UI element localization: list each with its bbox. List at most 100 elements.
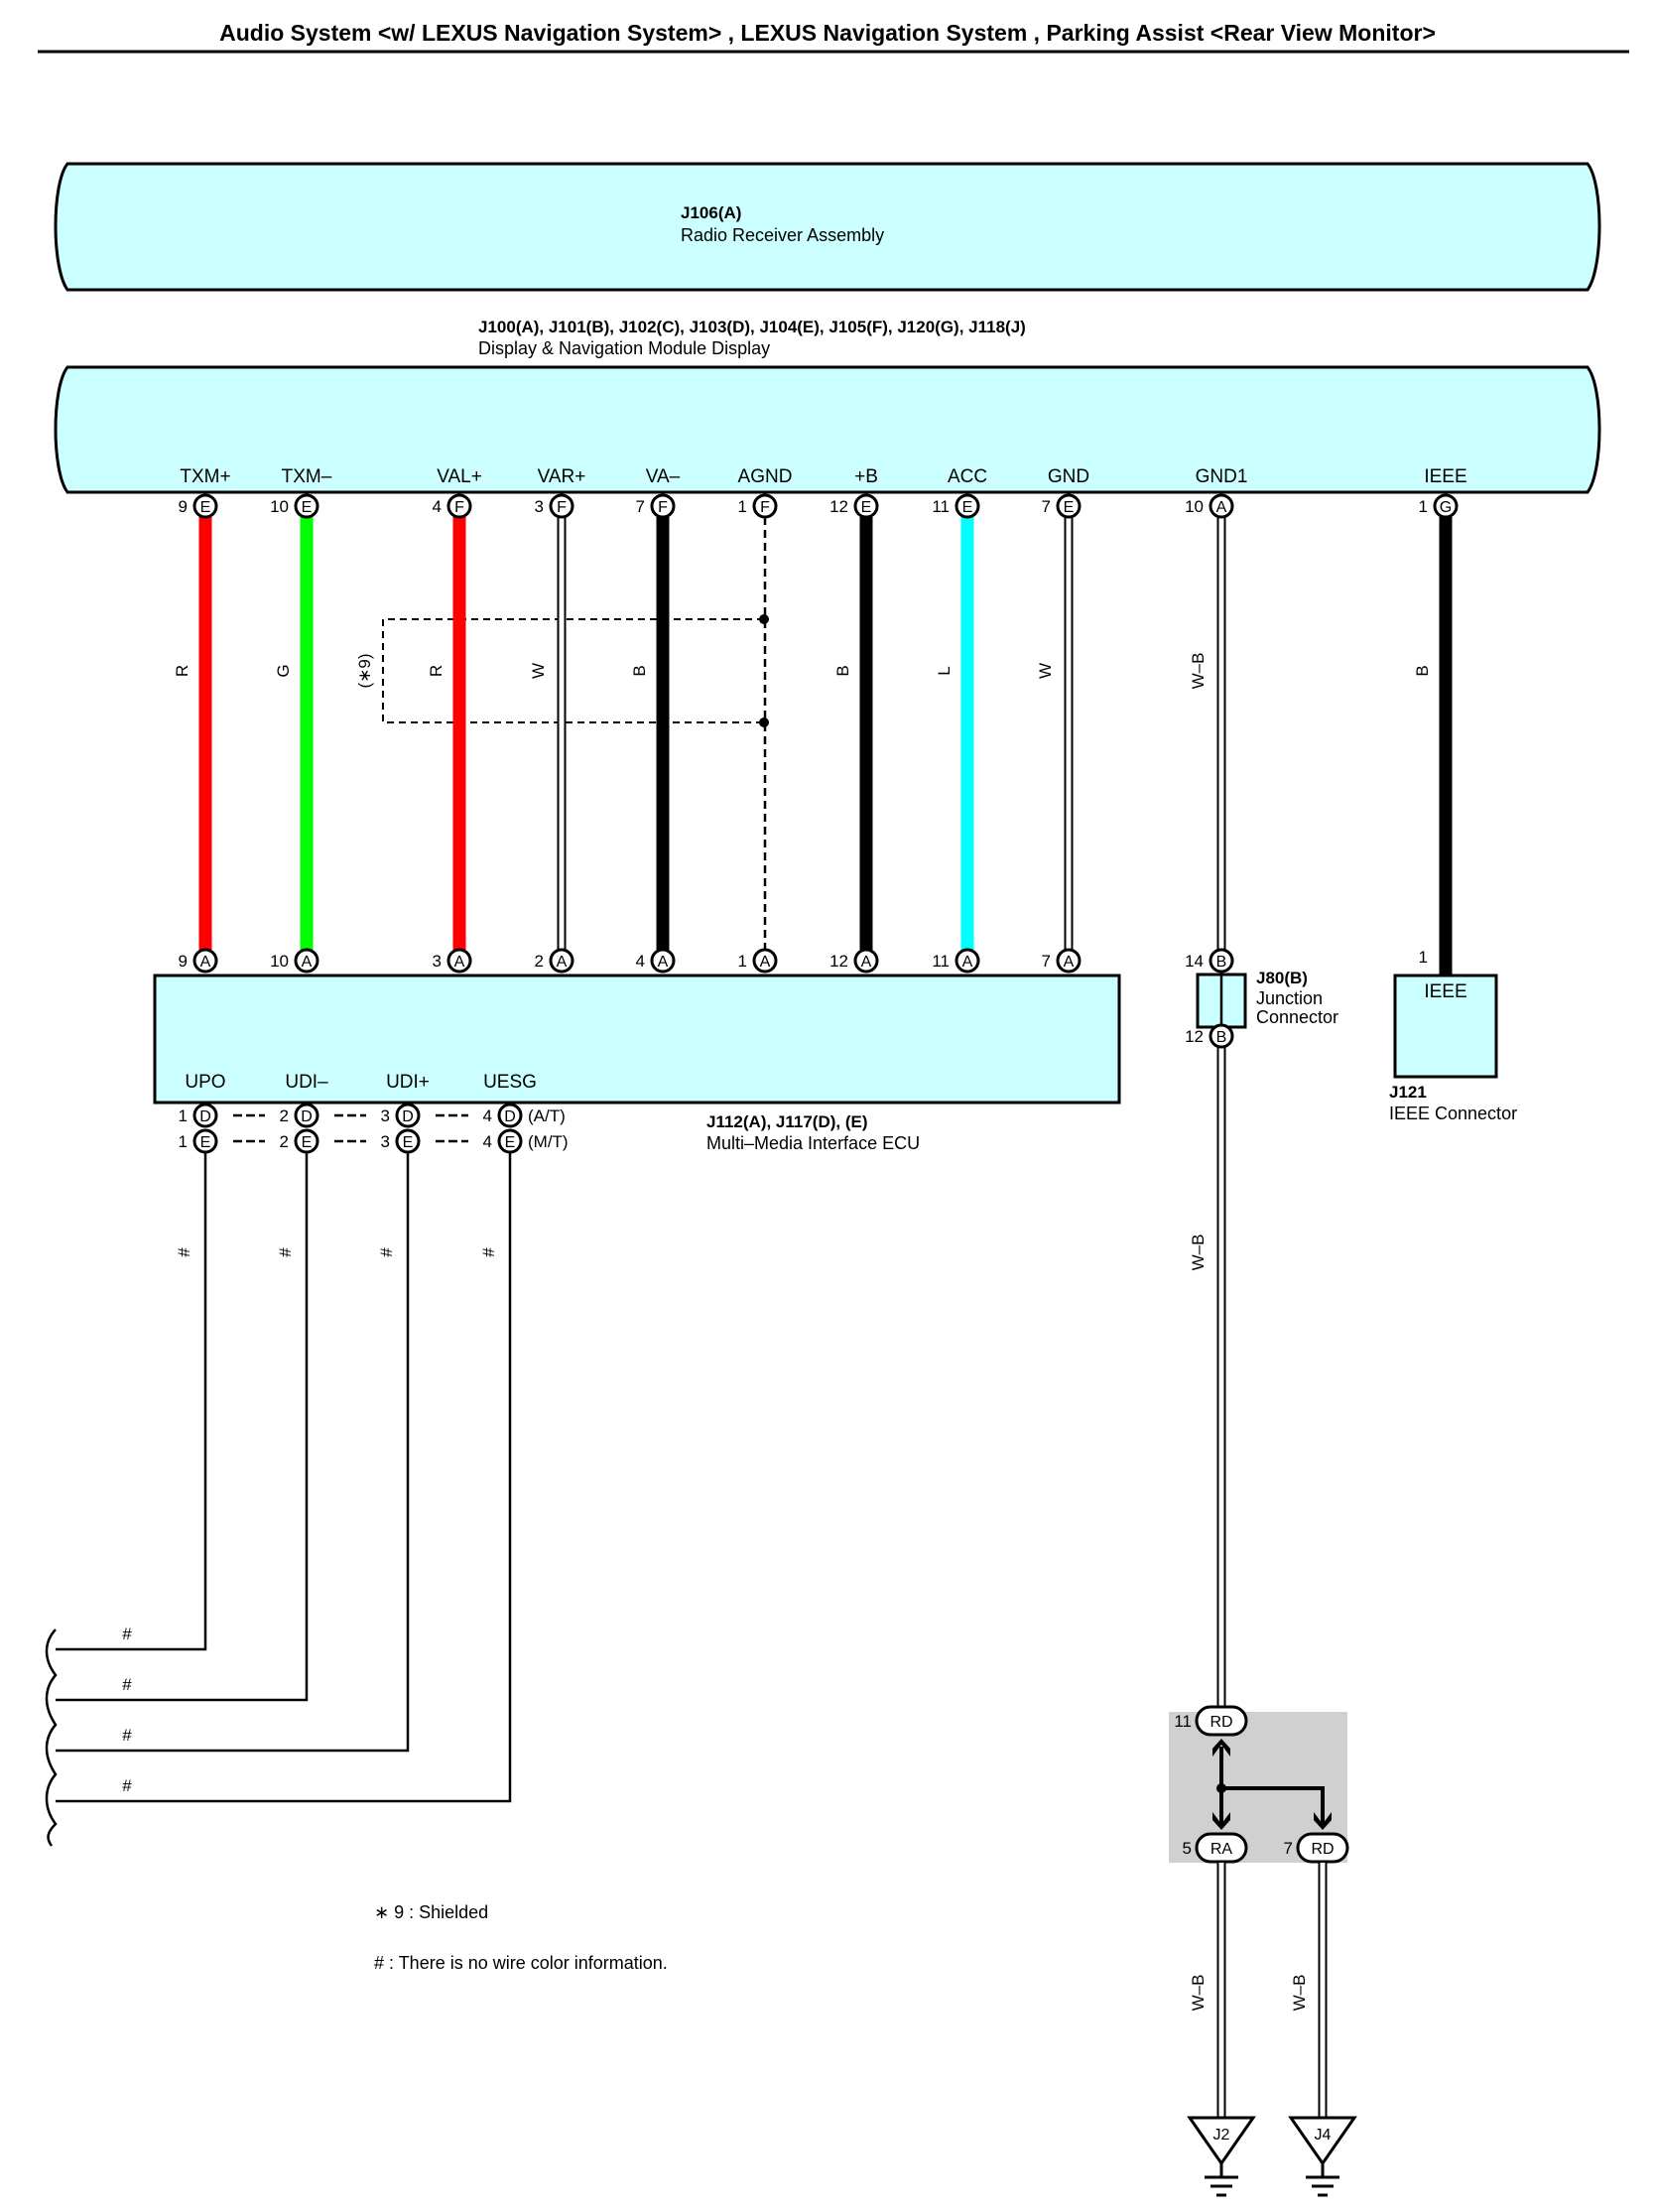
- wire-1-color-code: R: [173, 665, 191, 677]
- wire-2-top-pin-number: 10: [270, 497, 289, 516]
- ieee-top-pin-number: 1: [1419, 497, 1428, 516]
- gnd1-top-pin-number: 10: [1185, 497, 1204, 516]
- wire-4-bottom-pin-number: 2: [535, 952, 544, 971]
- ecu-lower-1-wire-hash: #: [175, 1247, 193, 1257]
- ground-j4-label: J4: [1315, 2127, 1332, 2144]
- j121-name: IEEE Connector: [1389, 1104, 1517, 1123]
- shield-junction-top: [759, 614, 769, 624]
- wire-8-bottom-connector-circle: [955, 948, 980, 974]
- wire-1-bottom-connector-circle: [192, 948, 218, 974]
- shield-box: [382, 618, 764, 723]
- wire-9-top-connector-letter: E: [1064, 499, 1075, 516]
- wire-2-top-connector-letter: E: [302, 499, 313, 516]
- wire-7-bottom-connector-letter: A: [861, 954, 872, 971]
- ecu-lower-2-break-hash: #: [122, 1675, 132, 1694]
- ecu-lower-2-label: UDI–: [285, 1072, 328, 1093]
- ecu-lower-2-at-connector-letter: D: [301, 1108, 313, 1125]
- wire-8-top-label: ACC: [948, 466, 987, 487]
- wire-8-color-code: L: [935, 666, 954, 675]
- wire-9-top-connector-circle: [1056, 493, 1082, 519]
- wire-6-top-pin-number: 1: [738, 497, 747, 516]
- mmi-ecu-name: Multi–Media Interface ECU: [706, 1133, 920, 1153]
- j121-box-label: IEEE: [1424, 981, 1466, 1002]
- wire-5-top-label: VA–: [646, 466, 681, 487]
- j121-id: J121: [1389, 1083, 1427, 1102]
- wire-4-top-connector-letter: F: [557, 499, 567, 516]
- wire-8-bottom-pin-number: 11: [932, 952, 950, 971]
- ecu-lower-4-label: UESG: [483, 1072, 537, 1093]
- j80-bottom-pin-number: 12: [1185, 1027, 1204, 1046]
- ieee-bottom-pin-number: 1: [1419, 948, 1428, 967]
- mmi-ecu-id: J112(A), J117(D), (E): [706, 1112, 868, 1131]
- ecu-lower-4-mt-pin-number: 4: [483, 1132, 492, 1151]
- junction-rd-top-pin-number: 11: [1174, 1712, 1192, 1731]
- at-label: (A/T): [528, 1106, 566, 1125]
- wire-7-bottom-connector-circle: [853, 948, 879, 974]
- junction-splice-dot: [1216, 1783, 1226, 1793]
- ecu-lower-4-wire: [56, 1152, 512, 1803]
- ecu-lower-3-break-hash: #: [122, 1726, 132, 1745]
- junction-rd-bottom-letter: RD: [1311, 1841, 1334, 1858]
- ecu-lower-2-at-pin-number: 2: [280, 1106, 289, 1125]
- wire-1-bottom-connector-letter: A: [200, 954, 211, 971]
- note-no-color: # : There is no wire color information.: [374, 1953, 668, 1973]
- wire-1-top-connector-circle: [192, 493, 218, 519]
- wire-5-color-code: B: [630, 665, 649, 676]
- j80-bottom-connector-letter: B: [1216, 1029, 1227, 1046]
- ecu-lower-3-at-connector-letter: D: [402, 1108, 414, 1125]
- ecu-lower-4-at-pin-number: 4: [483, 1106, 492, 1125]
- wire-5-bottom-connector-letter: A: [658, 954, 669, 971]
- wire-5-bottom-connector-circle: [650, 948, 676, 974]
- ecu-lower-3-at-connector-circle: [395, 1103, 421, 1128]
- wire-1-bottom-pin-number: 9: [179, 952, 188, 971]
- ecu-lower-1-at-pin-number: 1: [179, 1106, 188, 1125]
- wire-4-top-pin-number: 3: [535, 497, 544, 516]
- ecu-lower-3-wire: [56, 1152, 410, 1753]
- gnd1-top-connector-letter: A: [1216, 499, 1227, 516]
- wire-3-top-connector-circle: [446, 493, 472, 519]
- gnd1-color-code-lower: W–B: [1189, 1235, 1208, 1271]
- ecu-lower-2-mt-connector-letter: E: [302, 1134, 313, 1151]
- wire-7-top-pin-number: 12: [829, 497, 848, 516]
- junction-arrow-right: [1314, 1812, 1332, 1830]
- wire-9-bottom-pin-number: 7: [1042, 952, 1051, 971]
- wire-9-top-pin-number: 7: [1042, 497, 1051, 516]
- mmi-ecu-box: [153, 974, 1121, 1105]
- ieee-color-code: B: [1413, 665, 1432, 676]
- wire-2-bottom-connector-letter: A: [302, 954, 313, 971]
- wire-7-top-connector-circle: [853, 493, 879, 519]
- ground-j2-label: J2: [1213, 2127, 1230, 2144]
- wire-2-bottom-pin-number: 10: [270, 952, 289, 971]
- wire-layer: TXM+9ER9ATXI+TXM–10EG10ATXI–VAL+4FR3AULO…: [173, 466, 1089, 1003]
- ecu-lower-3-at-pin-number: 3: [381, 1106, 390, 1125]
- junction-ra-letter: RA: [1210, 1841, 1233, 1858]
- wire-3-top-pin-number: 4: [433, 497, 442, 516]
- ecu-lower-1-label: UPO: [185, 1072, 225, 1093]
- wire-8-top-connector-letter: E: [962, 499, 973, 516]
- junction-rd-top-letter: RD: [1209, 1714, 1232, 1731]
- wire-6-bottom-connector-letter: A: [760, 954, 771, 971]
- wire-4-top-label: VAR+: [538, 466, 586, 487]
- wire-7-color-code: B: [833, 665, 852, 676]
- wire-8-top-pin-number: 11: [932, 497, 950, 516]
- wire-3-top-connector-letter: F: [454, 499, 464, 516]
- ecu-lower-3-wire-hash: #: [377, 1247, 396, 1257]
- ecu-lower-4-break-hash: #: [122, 1776, 132, 1795]
- harness-break: [45, 1628, 58, 1847]
- j80-bottom-connector-circle: [1209, 1023, 1234, 1049]
- gnd1-top-connector-circle: [1209, 493, 1234, 519]
- display-module-id: J100(A), J101(B), J102(C), J103(D), J104…: [478, 318, 1026, 336]
- ecu-lower-4-mt-connector-letter: E: [505, 1134, 516, 1151]
- gnd1-color-code-upper: W–B: [1189, 653, 1208, 690]
- wire-3-bottom-connector-letter: A: [454, 954, 465, 971]
- j121-box: [1393, 974, 1498, 1079]
- display-module-panel: [54, 365, 1601, 494]
- wire-1-top-connector-letter: E: [200, 499, 211, 516]
- wire-9-top-label: GND: [1048, 466, 1089, 487]
- j80-top-connector-letter: B: [1216, 954, 1227, 971]
- j80-name-line1: Junction: [1256, 988, 1323, 1008]
